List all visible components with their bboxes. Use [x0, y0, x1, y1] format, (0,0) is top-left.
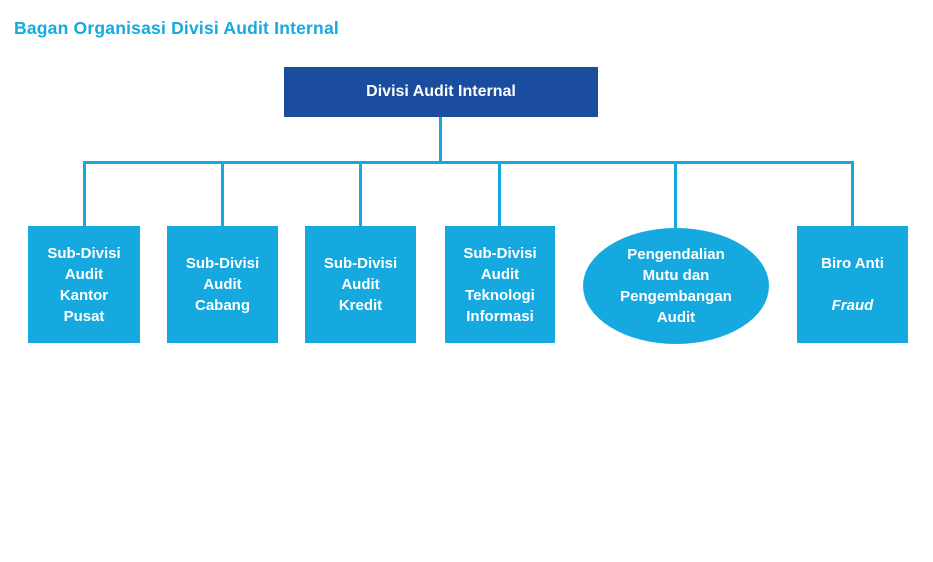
org-node-root-label: Divisi Audit Internal: [366, 83, 516, 100]
org-node-label: Sub-Divisi Audit Cabang: [185, 255, 260, 314]
connector-drop-4: [498, 161, 501, 228]
connector-root-stem: [439, 117, 442, 163]
connector-drop-3: [359, 161, 362, 228]
org-node-label-italic: Fraud: [831, 297, 874, 314]
org-node-label: Sub-Divisi Audit Teknologi Informasi: [463, 244, 537, 325]
org-node-label: Sub-Divisi Audit Kantor Pusat: [47, 244, 121, 325]
org-node-label-regular: Biro Anti: [821, 255, 884, 272]
org-node-label: Sub-Divisi Audit Kredit: [323, 255, 398, 314]
org-node-label: Pengendalian Mutu dan Pengembangan Audit: [620, 246, 732, 326]
connector-drop-6: [851, 161, 854, 228]
org-node-sub-divisi-audit-cabang: Sub-Divisi Audit Cabang: [167, 226, 278, 343]
org-node-sub-divisi-audit-kredit: Sub-Divisi Audit Kredit: [305, 226, 416, 343]
connector-drop-1: [83, 161, 86, 228]
org-node-pengendalian-mutu: Pengendalian Mutu dan Pengembangan Audit: [583, 228, 769, 344]
connector-horizontal-bar: [83, 161, 854, 164]
org-node-sub-divisi-audit-teknologi-informasi: Sub-Divisi Audit Teknologi Informasi: [445, 226, 555, 343]
org-node-sub-divisi-audit-kantor-pusat: Sub-Divisi Audit Kantor Pusat: [28, 226, 140, 343]
org-node-biro-anti-fraud: Biro Anti Fraud: [797, 226, 908, 343]
org-node-root: Divisi Audit Internal: [284, 67, 598, 117]
org-node-label: Biro Anti Fraud: [821, 232, 884, 337]
chart-title: Bagan Organisasi Divisi Audit Internal: [14, 18, 339, 38]
connector-drop-2: [221, 161, 224, 228]
connector-drop-5: [674, 161, 677, 228]
